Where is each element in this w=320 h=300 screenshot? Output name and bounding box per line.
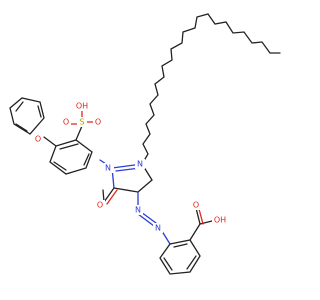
atom-o-carbonyl: O [97,201,103,210]
atom-s: S [79,118,84,127]
atom-o-sulfo1: O [95,118,101,127]
atom-n1: N [105,164,111,173]
atom-oh-sulfo: OH [76,102,88,111]
atom-o-sulfo2: O [63,118,69,127]
chemical-structure: N N N N O O O OH S OH O O [9,13,281,275]
atom-n2: N [137,160,143,169]
atom-o-ether: O [35,135,41,144]
atom-labels: N N N N O O O OH S OH O O [33,101,228,233]
atom-oh-cooh: OH [214,216,226,225]
sulfophenyl-ring [49,139,93,175]
atom-o-cooh: O [193,201,199,210]
alkyl-chain [141,13,209,165]
alkyl-chain-tail [207,13,281,54]
atom-n-azo2: N [155,224,161,233]
phenoxy-ring [9,97,45,135]
atom-n-azo1: N [135,206,141,215]
